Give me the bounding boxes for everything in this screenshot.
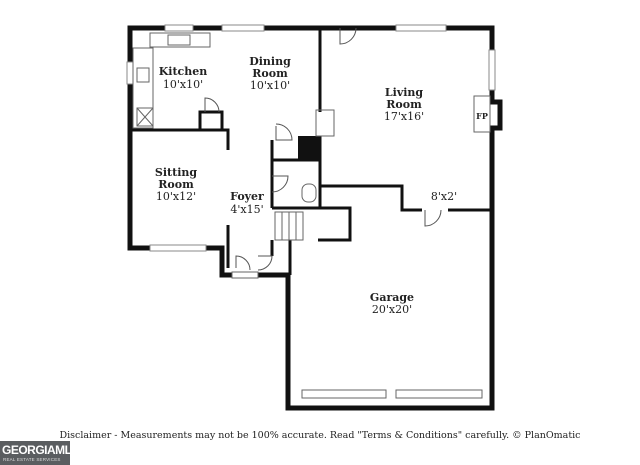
logo-subtext: REAL ESTATE SERVICES <box>3 457 61 462</box>
kitchen-label: Kitchen <box>159 65 208 78</box>
living-label-1: Living <box>385 86 423 99</box>
disclaimer-text: Disclaimer - Measurements may not be 100… <box>59 430 581 441</box>
foyer-dims: 4'x15' <box>230 203 263 216</box>
sitting-label-2: Room <box>158 178 194 191</box>
dining-label-2: Room <box>252 67 288 80</box>
living-label-2: Room <box>386 98 422 111</box>
georgia-mls-logo: GEORGIAMLS REAL ESTATE SERVICES <box>0 441 80 465</box>
chimney-block <box>298 136 320 160</box>
sitting-dims: 10'x12' <box>156 190 196 203</box>
interior-walls <box>130 28 492 275</box>
dining-dims: 10'x10' <box>250 79 290 92</box>
counters-and-fixtures <box>132 32 491 241</box>
garage-doors <box>231 271 483 399</box>
dining-label-1: Dining <box>249 55 291 68</box>
kitchen-dims: 10'x10' <box>163 78 203 91</box>
garage-dims: 20'x20' <box>372 303 412 316</box>
hall-dims: 8'x2' <box>431 190 457 203</box>
fireplace-label: FP <box>476 111 488 121</box>
door-swings <box>204 27 442 271</box>
foyer-label: Foyer <box>230 190 264 203</box>
garage-label: Garage <box>370 291 414 304</box>
windows <box>126 24 496 252</box>
living-dims: 17'x16' <box>384 110 424 123</box>
logo-text: GEORGIAMLS <box>2 443 80 457</box>
sitting-label-1: Sitting <box>155 166 197 179</box>
